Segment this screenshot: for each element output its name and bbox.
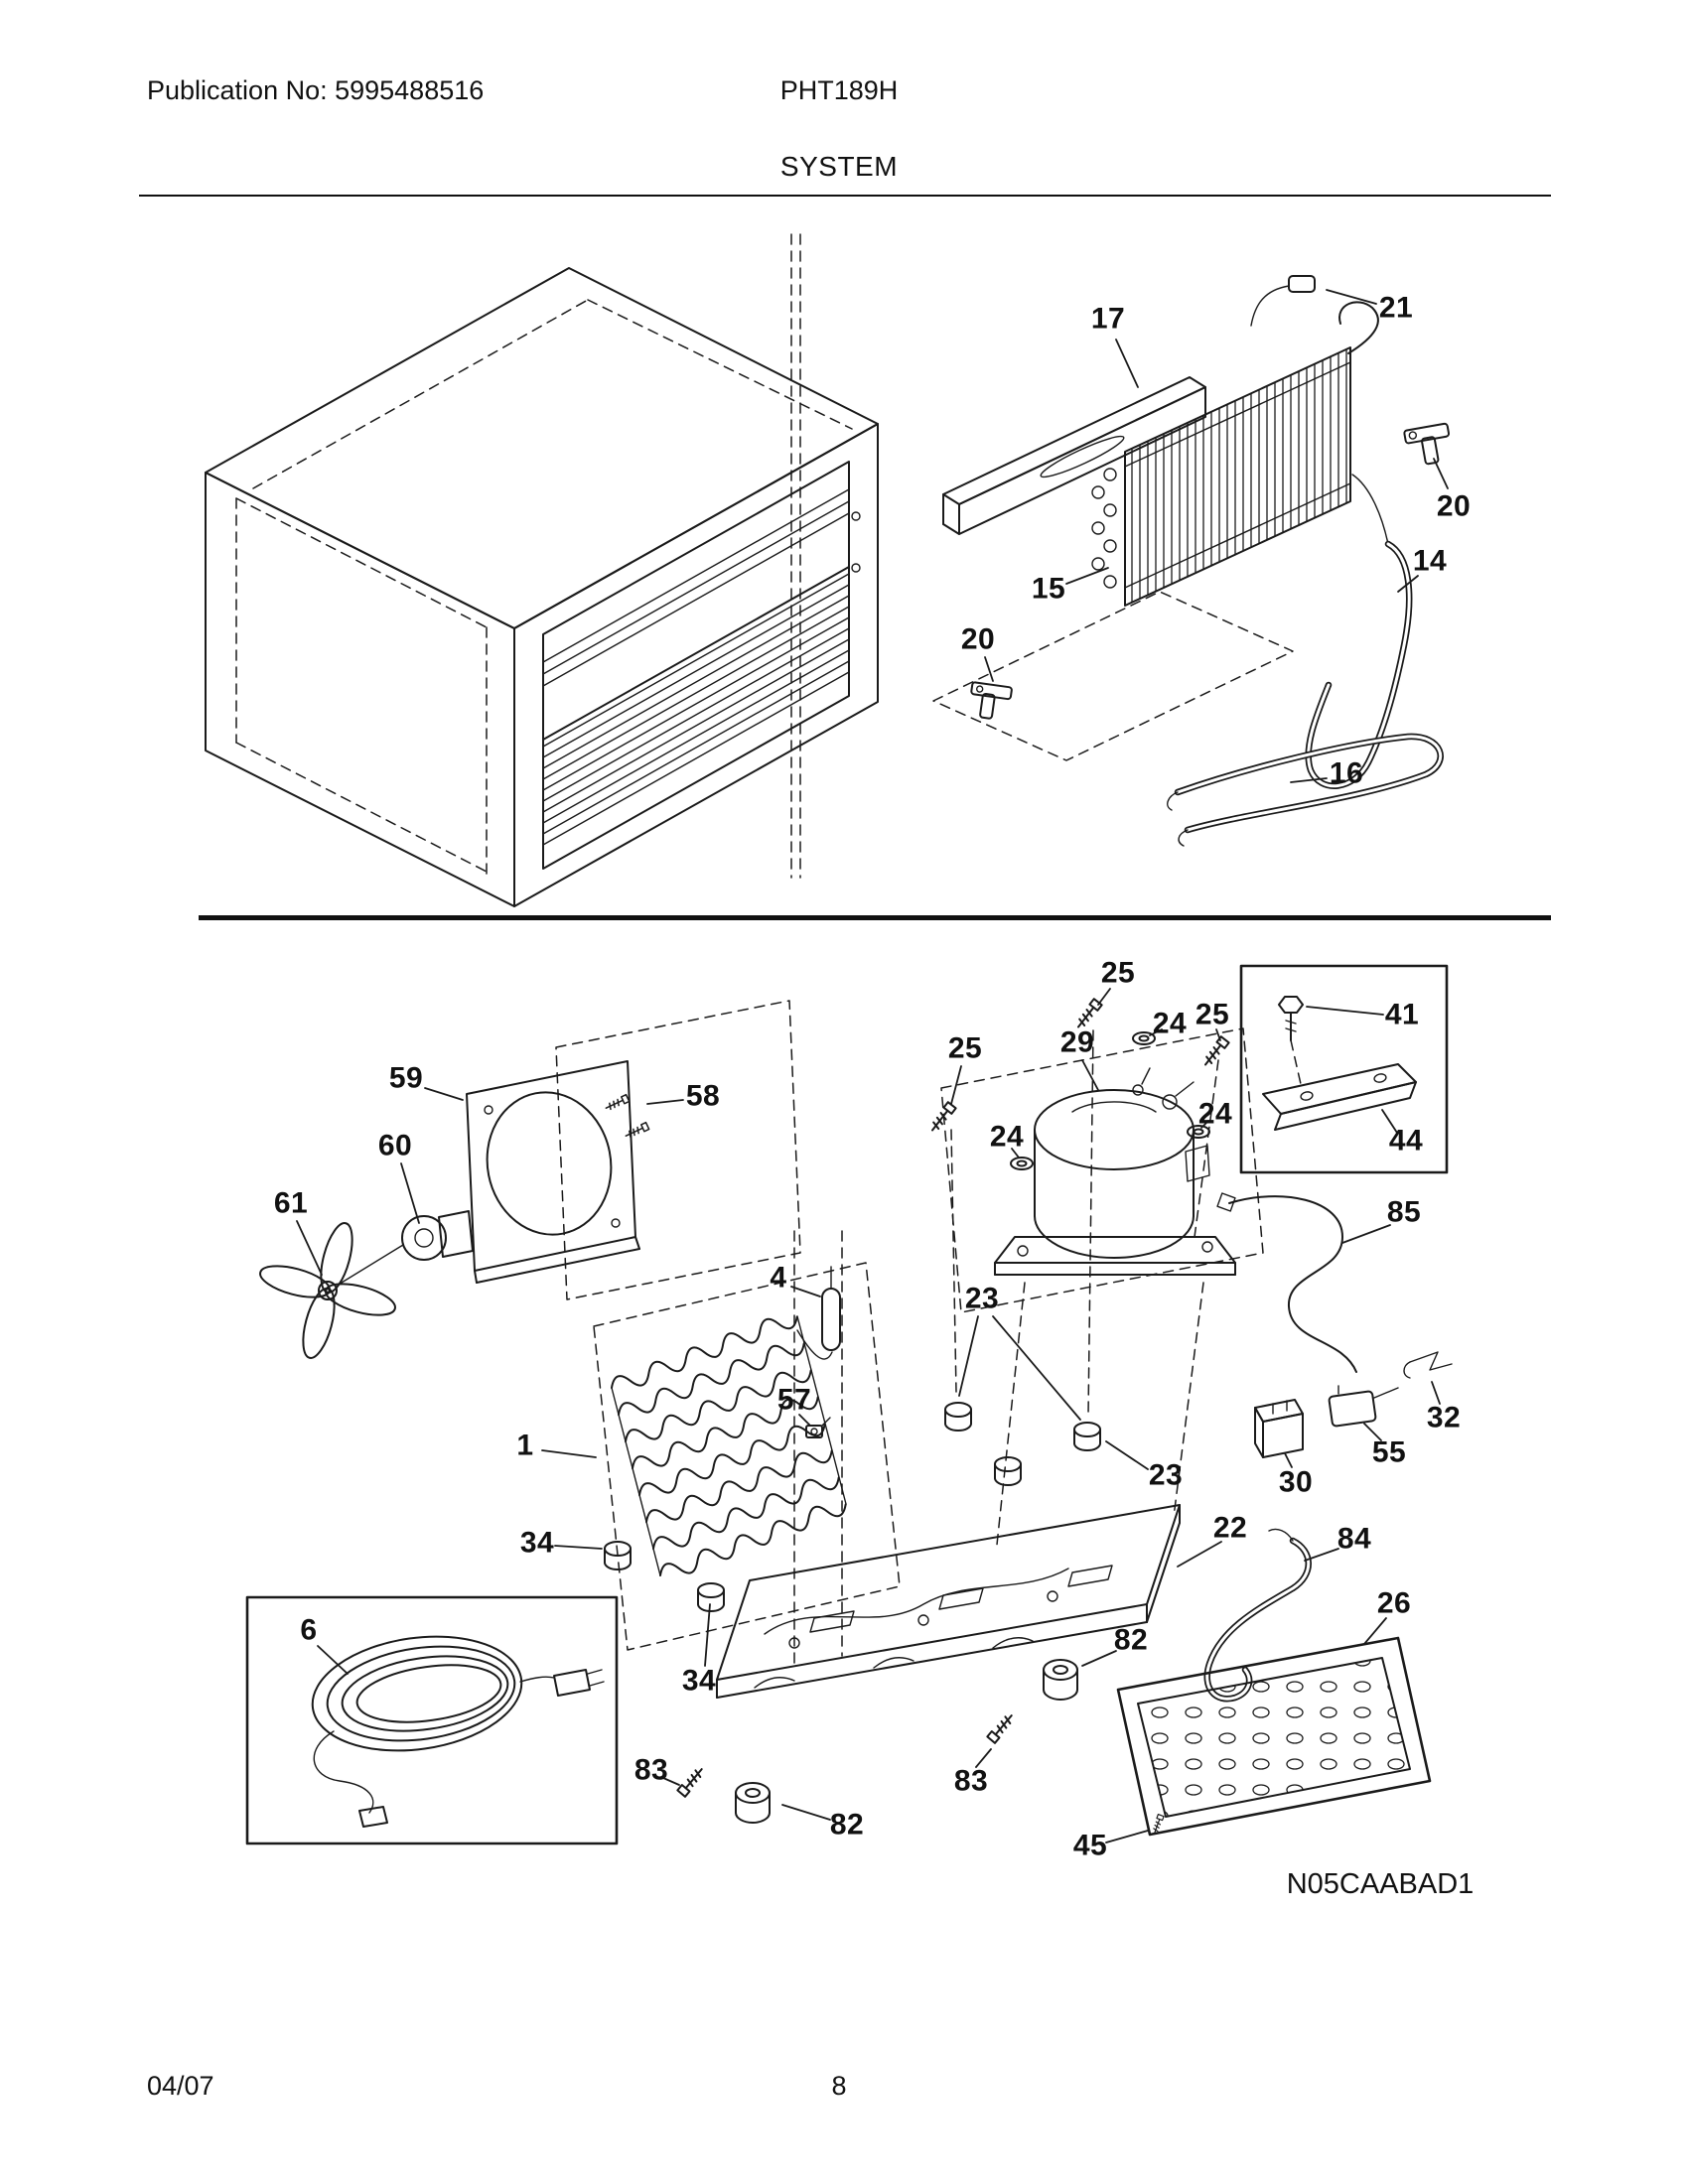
leader-line-14 (1397, 575, 1419, 593)
publication-number: Publication No: 5995488516 (147, 75, 485, 105)
explode-axis-lines (790, 233, 1294, 879)
leader-line-55 (1363, 1423, 1382, 1441)
bracket-clip-20-right (1403, 422, 1451, 466)
footer-date: 04/07 (147, 2071, 214, 2101)
leader-line-25 (1215, 1028, 1221, 1041)
leader-line-34 (704, 1603, 711, 1667)
clamp-57 (805, 1417, 831, 1438)
washers-24 (1010, 1031, 1210, 1170)
power-cord-box (245, 1595, 619, 1845)
heater-loop-16 (1167, 733, 1444, 847)
leader-line-61 (296, 1220, 323, 1276)
leader-line-4 (790, 1286, 821, 1297)
wire-harness-85 (1216, 1192, 1357, 1373)
leader-line-24 (1149, 1028, 1163, 1036)
leader-line-26 (1363, 1617, 1387, 1645)
bolt-41 (1278, 996, 1304, 1085)
bracket-parts-box (1239, 964, 1449, 1174)
leader-line-25 (1097, 988, 1111, 1006)
leader-line-82 (781, 1804, 831, 1821)
leader-line-41 (1306, 1006, 1384, 1016)
leader-line-20 (1433, 458, 1449, 489)
leader-line-6 (317, 1645, 349, 1675)
mounting-screws-25 (927, 998, 1230, 1135)
drain-tube-84 (1203, 1528, 1312, 1703)
section-divider (199, 915, 1551, 920)
leader-line-57 (798, 1414, 811, 1427)
leader-line-20 (984, 656, 994, 682)
leader-line-83 (662, 1777, 680, 1786)
leader-line-59 (424, 1087, 464, 1101)
page-title: SYSTEM (779, 151, 899, 182)
bumper-screws-83 (676, 1710, 1017, 1798)
shroud-screws-58 (603, 1093, 650, 1141)
leader-line-84 (1304, 1548, 1339, 1562)
leader-line-17 (1115, 339, 1139, 388)
overload-protector-55 (1328, 1385, 1399, 1428)
filter-drier-4 (821, 1266, 841, 1351)
base-pan-22 (716, 1504, 1181, 1699)
leader-line-32 (1431, 1381, 1441, 1405)
leader-line-82 (1081, 1650, 1117, 1667)
bracket-clip-20-left (970, 681, 1013, 720)
leader-line-60 (400, 1162, 420, 1224)
header-rule (139, 195, 1551, 197)
leader-line-34 (554, 1545, 603, 1550)
leader-line-30 (1284, 1452, 1293, 1468)
model-number: PHT189H (779, 75, 899, 105)
fan-blade-61 (259, 1222, 396, 1359)
leader-line-85 (1341, 1224, 1391, 1244)
fan-motor-60 (341, 1210, 474, 1284)
fan-shroud-59 (466, 1060, 640, 1284)
wire-clip-32 (1403, 1351, 1453, 1379)
leader-lines (296, 289, 1449, 1843)
footer-page-number: 8 (831, 2071, 847, 2101)
leader-line-1 (541, 1449, 597, 1458)
compressor-29 (994, 1067, 1236, 1276)
leader-line-83 (975, 1748, 992, 1768)
wire-shelves (542, 488, 850, 846)
explode-planes (555, 1000, 1264, 1665)
leader-line-23 (1105, 1440, 1149, 1470)
leader-line-24 (1011, 1148, 1020, 1159)
leader-line-21 (1326, 289, 1377, 305)
leader-line-58 (646, 1099, 684, 1105)
relay-30 (1254, 1399, 1304, 1458)
condenser-coil-1 (607, 1307, 850, 1584)
leader-line-25 (950, 1065, 962, 1105)
leader-line-22 (1177, 1541, 1222, 1568)
leader-line-15 (1065, 567, 1109, 585)
leader-line-44 (1381, 1109, 1398, 1134)
leader-line-45 (1105, 1830, 1149, 1843)
defrost-thermostat-21 (1250, 275, 1316, 327)
drain-pan-26 (1116, 1636, 1432, 1837)
leader-line-29 (1081, 1059, 1099, 1091)
power-cord-6 (311, 1635, 605, 1828)
diagram-code: N05CAABAD1 (1286, 1868, 1475, 1900)
leader-line-16 (1290, 777, 1328, 783)
leader-line-23 (992, 1315, 1081, 1421)
leader-line-24 (1200, 1120, 1209, 1129)
refrigerator-cabinet (205, 267, 879, 907)
evaporator-coil-15 (1091, 301, 1389, 607)
bracket-44 (1262, 1063, 1417, 1131)
leader-line-23 (958, 1315, 979, 1397)
